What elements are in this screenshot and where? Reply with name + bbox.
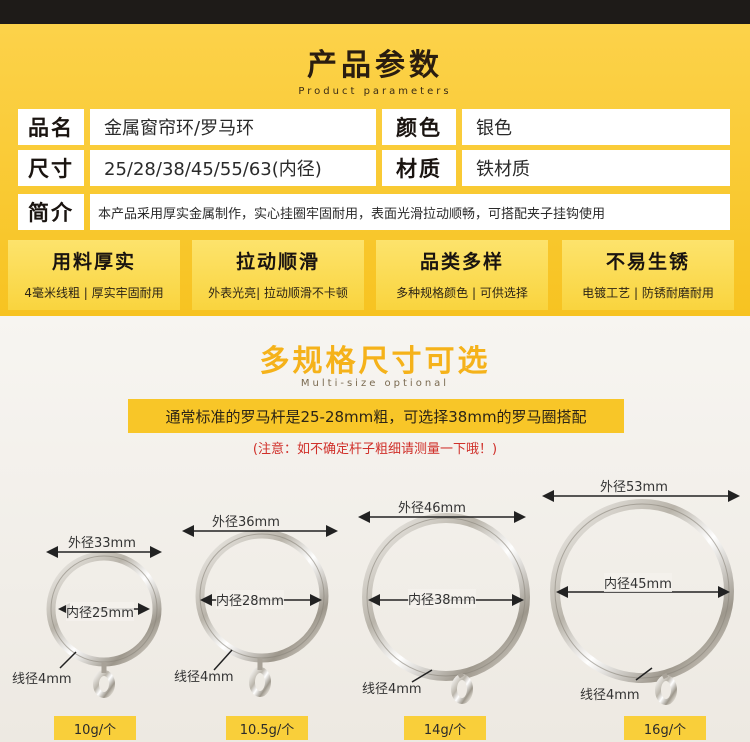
name-label: 品名	[18, 109, 84, 145]
sizes-title: 多规格尺寸可选	[259, 344, 491, 379]
feature-title: 拉动顺滑	[235, 250, 320, 273]
rod-size-banner: 通常标准的罗马杆是25-28mm粗，可选择38mm的罗马圈搭配	[128, 399, 624, 433]
ring2-inner-label: 内径28mm	[216, 590, 284, 609]
wire-pointer	[59, 651, 77, 669]
ring4-wire-label: 线径4mm	[580, 688, 640, 703]
ring1-outer-label: 外径33mm	[68, 536, 136, 551]
ring3-inner-label: 内径38mm	[408, 589, 476, 608]
measure-note: (注意：如不确定杆子粗细请测量一下哦！)	[252, 442, 498, 457]
rings-illustration	[46, 490, 740, 705]
ring1-weight: 10g/个	[54, 716, 136, 740]
feature-title: 不易生锈	[605, 250, 690, 273]
ring4-inner-label: 内径45mm	[604, 573, 672, 592]
ring1-wire-label: 线径4mm	[12, 672, 72, 687]
feature-title: 用料厚实	[51, 250, 136, 273]
size-value: 25/28/38/45/55/63(内径)	[90, 150, 376, 186]
ring2-outer-label: 外径36mm	[212, 515, 280, 530]
feature-desc: 4毫米线粗 | 厚实牢固耐用	[24, 286, 164, 300]
param-row-intro: 简介 本产品采用厚实金属制作，实心挂圈牢固耐用，表面光滑拉动顺畅，可搭配夹子挂钩…	[18, 194, 730, 230]
feature-rust-proof: 不易生锈 电镀工艺 | 防锈耐磨耐用	[562, 240, 734, 310]
ring-38mm	[362, 513, 530, 704]
ring2-weight: 10.5g/个	[226, 716, 308, 740]
wire-pointer	[635, 667, 653, 681]
material-label: 材质	[382, 150, 456, 186]
param-row-name: 品名 金属窗帘环/罗马环 颜色 银色	[18, 109, 730, 145]
name-value: 金属窗帘环/罗马环	[90, 109, 376, 145]
intro-value: 本产品采用厚实金属制作，实心挂圈牢固耐用，表面光滑拉动顺畅，可搭配夹子挂钩使用	[90, 194, 730, 230]
wire-pointer	[411, 669, 433, 683]
sizes-panel	[0, 316, 750, 742]
feature-thick-material: 用料厚实 4毫米线粗 | 厚实牢固耐用	[8, 240, 180, 310]
feature-smooth-pull: 拉动顺滑 外表光亮| 拉动顺滑不卡顿	[192, 240, 364, 310]
feature-desc: 多种规格颜色 | 可供选择	[396, 286, 528, 300]
intro-label: 简介	[18, 194, 84, 230]
ring3-weight: 14g/个	[404, 716, 486, 740]
color-label: 颜色	[382, 109, 456, 145]
sizes-subtitle: Multi-size optional	[300, 378, 450, 389]
feature-desc: 电镀工艺 | 防锈耐磨耐用	[582, 286, 714, 300]
parameters-heading: 产品参数 Product parameters	[0, 40, 750, 97]
top-dark-strip	[0, 0, 750, 24]
ring2-wire-label: 线径4mm	[174, 670, 234, 685]
ring4-outer-label: 外径53mm	[600, 480, 668, 495]
ring3-outer-label: 外径46mm	[398, 501, 466, 516]
wire-pointer	[213, 649, 233, 671]
size-label: 尺寸	[18, 150, 84, 186]
ring1-inner-label: 内径25mm	[66, 602, 134, 621]
parameters-subtitle: Product parameters	[298, 86, 452, 97]
parameters-title: 产品参数	[307, 48, 443, 83]
feature-variety: 品类多样 多种规格颜色 | 可供选择	[376, 240, 548, 310]
ring4-weight: 16g/个	[624, 716, 706, 740]
ring-45mm	[550, 499, 734, 705]
color-value: 银色	[462, 109, 730, 145]
material-value: 铁材质	[462, 150, 730, 186]
feature-title: 品类多样	[419, 250, 504, 273]
param-row-size: 尺寸 25/28/38/45/55/63(内径) 材质 铁材质	[18, 150, 730, 186]
feature-desc: 外表光亮| 拉动顺滑不卡顿	[208, 286, 348, 300]
ring3-wire-label: 线径4mm	[362, 682, 422, 697]
